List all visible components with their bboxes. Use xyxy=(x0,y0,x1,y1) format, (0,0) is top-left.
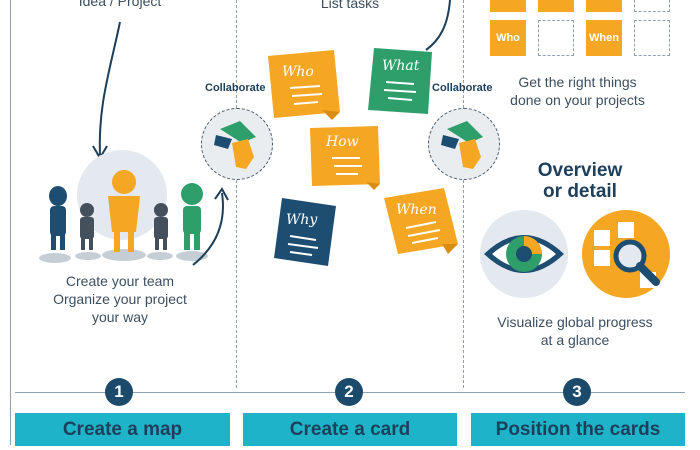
handshake-icon-right xyxy=(441,121,483,169)
visualize-line-2: at a glance xyxy=(540,332,610,348)
list-tasks-label: List tasks xyxy=(320,0,380,11)
idea-project-label: Idea / Project xyxy=(78,0,162,9)
note-why: Why xyxy=(274,198,336,266)
grid-slot-top-4 xyxy=(634,0,670,12)
grid-slot-2 xyxy=(538,20,574,56)
grid-card-who: Who xyxy=(490,20,526,56)
person-dark-icon xyxy=(80,203,94,250)
arrow-idea-to-team xyxy=(92,21,121,160)
person-blue-icon xyxy=(49,186,67,250)
note-what-label: What xyxy=(382,58,420,74)
note-when-label: When xyxy=(396,202,437,218)
step-number-2: 2 xyxy=(335,378,363,406)
note-how-label: How xyxy=(325,134,359,150)
step-number-3: 3 xyxy=(563,378,591,406)
step-number-1: 1 xyxy=(105,378,133,406)
team-caption-line-1: Create your team xyxy=(65,273,175,289)
person-green-icon xyxy=(181,183,203,250)
step-create-map: Create a map xyxy=(15,413,230,446)
grid-card-top-2 xyxy=(538,0,574,12)
visualize-caption: Visualize global progress at a glance xyxy=(480,313,670,349)
team-caption-line-3: your way xyxy=(91,309,149,325)
note-who: Who xyxy=(268,50,340,120)
person-orange-icon xyxy=(108,170,140,252)
overview-line-2: or detail xyxy=(543,181,617,202)
step-position-cards: Position the cards xyxy=(471,413,685,446)
overview-line-1: Overview xyxy=(537,160,623,181)
step-create-card: Create a card xyxy=(243,413,457,446)
note-how: How xyxy=(310,126,380,190)
team-caption: Create your team Organize your project y… xyxy=(30,272,210,326)
grid-card-top-1 xyxy=(490,0,526,12)
grid-slot-4 xyxy=(634,20,670,56)
overview-title: Overview or detail xyxy=(505,160,655,202)
note-when: When xyxy=(384,188,458,254)
column-divider-right xyxy=(463,0,464,388)
person-gray-icon xyxy=(154,203,168,250)
outer-border-left xyxy=(10,0,11,445)
arrow-tasks-to-what xyxy=(425,0,451,51)
collaborate-circle-right xyxy=(428,108,500,180)
note-why-label: Why xyxy=(286,212,318,228)
team-caption-line-2: Organize your project xyxy=(53,291,187,307)
grid-card-when: When xyxy=(586,20,622,56)
note-what: What xyxy=(368,48,432,114)
right-things-line-1: Get the right things xyxy=(518,74,637,90)
arrow-team-to-collaborate xyxy=(192,187,229,266)
visualize-line-1: Visualize global progress xyxy=(497,314,653,330)
grid-card-top-3 xyxy=(586,0,622,12)
column-divider-left xyxy=(236,0,237,388)
right-things-line-2: done on your projects xyxy=(510,92,645,108)
collaborate-label-right: Collaborate xyxy=(432,82,493,94)
right-things-caption: Get the right things done on your projec… xyxy=(485,73,670,109)
collaborate-circle-left xyxy=(201,108,273,180)
collaborate-label-left: Collaborate xyxy=(205,82,266,94)
note-who-label: Who xyxy=(282,64,314,80)
magnifier-icon xyxy=(582,210,670,298)
eye-icon xyxy=(480,210,568,298)
team-illustration xyxy=(39,150,208,263)
handshake-icon xyxy=(214,121,256,169)
